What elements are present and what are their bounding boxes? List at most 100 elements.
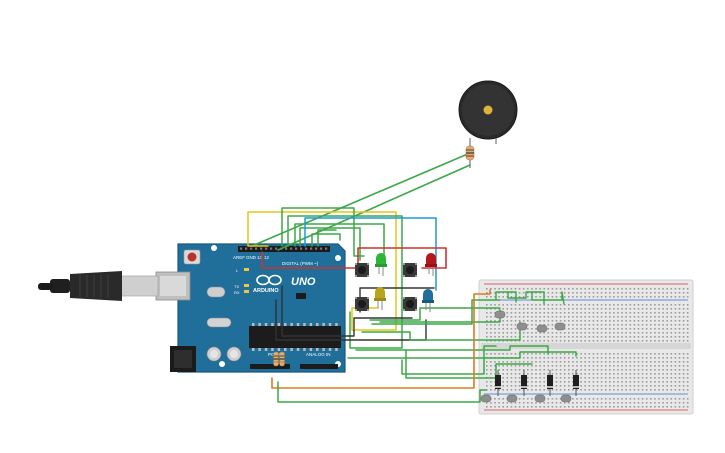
header-pin[interactable] (300, 247, 303, 250)
reset-button-cap[interactable] (187, 252, 197, 262)
resistor[interactable] (480, 394, 492, 403)
header-pin[interactable] (260, 247, 263, 250)
wire-orange[interactable] (271, 289, 491, 389)
breadboard[interactable] (478, 279, 694, 415)
power-header[interactable] (250, 364, 290, 369)
breadboard-hole (559, 336, 562, 338)
led-yellow[interactable] (374, 287, 386, 310)
resistor[interactable] (279, 351, 285, 367)
pushbutton[interactable] (403, 263, 417, 277)
breadboard-hole (490, 353, 492, 355)
resistor[interactable] (554, 322, 566, 331)
leds[interactable] (374, 253, 437, 312)
diode[interactable] (573, 370, 579, 396)
pushbutton-cap-icon[interactable] (358, 266, 366, 274)
piezo-buzzer[interactable] (458, 80, 518, 168)
led-blue[interactable] (422, 289, 434, 312)
led-green[interactable] (375, 253, 387, 276)
diode[interactable] (547, 370, 553, 396)
wire-green-bb-3[interactable] (371, 299, 501, 325)
wire-green-top-5[interactable] (311, 233, 341, 247)
wire-green-bb-1[interactable] (369, 307, 501, 321)
breadboard-hole (666, 324, 668, 326)
wire-green-bb-5[interactable] (355, 345, 549, 355)
diode[interactable] (521, 370, 527, 396)
header-pin[interactable] (310, 247, 313, 250)
wire-green-bb-6[interactable] (347, 351, 577, 359)
wire-green-bb-4[interactable] (361, 321, 521, 341)
header-pin[interactable] (275, 247, 278, 250)
header-pin[interactable] (320, 247, 323, 250)
arduino-uno-board[interactable]: AREF GND 13 12 DIGITAL (PWM ~) L TX RX A… (155, 243, 346, 373)
pushbuttons[interactable] (355, 263, 417, 311)
wire-dark-2[interactable] (275, 299, 427, 341)
header-pin[interactable] (245, 247, 248, 250)
wire-green-bb-8[interactable] (401, 345, 497, 375)
resistor[interactable] (516, 322, 528, 331)
wire-green-rail-3[interactable] (531, 291, 565, 305)
header-pin[interactable] (305, 247, 308, 250)
wire-green-bottom[interactable] (277, 381, 487, 403)
pushbutton-cap-icon[interactable] (358, 300, 366, 308)
pushbutton[interactable] (355, 297, 369, 311)
analog-header[interactable] (300, 364, 338, 369)
led-red[interactable] (425, 253, 437, 276)
header-pin[interactable] (265, 247, 268, 250)
pushbutton-cap-icon[interactable] (406, 300, 414, 308)
wire-green-top-2[interactable] (287, 215, 403, 349)
breadboard-hole (568, 402, 570, 404)
breadboard-hole (514, 389, 517, 391)
pushbutton-cap-icon[interactable] (406, 266, 414, 274)
wires[interactable] (247, 152, 577, 403)
breadboard-hole (531, 377, 533, 379)
breadboard-hole (522, 296, 525, 298)
breadboard-hole (654, 320, 656, 322)
wire-blue-top[interactable] (304, 217, 437, 291)
pushbutton-leg (367, 275, 369, 277)
wire-green-top-4[interactable] (299, 227, 361, 261)
wire-buzzer-green-1[interactable] (251, 152, 471, 247)
resistor[interactable] (534, 394, 546, 403)
breadboard-hole (596, 296, 599, 298)
header-pin[interactable] (285, 247, 288, 250)
wire-yellow-top[interactable] (247, 211, 397, 331)
resistor[interactable] (560, 394, 572, 403)
wire-green-rail-2[interactable] (507, 291, 545, 305)
diode[interactable] (495, 370, 501, 396)
breadboard-hole (613, 308, 615, 310)
breadboard-hole (584, 385, 586, 387)
breadboard-hole (531, 353, 533, 355)
breadboard-hole (543, 406, 545, 408)
breadboard-parts[interactable] (495, 370, 579, 396)
header-pin[interactable] (295, 247, 298, 250)
breadboard-hole (527, 385, 529, 387)
usb-cable[interactable] (38, 271, 159, 301)
header-pin[interactable] (270, 247, 273, 250)
breadboard-hole (555, 316, 558, 318)
breadboard-hole (543, 316, 545, 318)
header-pin[interactable] (290, 247, 293, 250)
pushbutton[interactable] (355, 263, 369, 277)
breadboard-hole (650, 353, 652, 355)
header-pin[interactable] (255, 247, 258, 250)
header-pin[interactable] (315, 247, 318, 250)
wire-green-rail-1[interactable] (495, 291, 517, 303)
breadboard-hole (592, 389, 595, 391)
pushbutton[interactable] (403, 297, 417, 311)
wire-green-top-3[interactable] (294, 223, 385, 263)
header-pin[interactable] (250, 247, 253, 250)
header-pin[interactable] (240, 247, 243, 250)
resistor[interactable] (494, 310, 506, 319)
wire-dark-1[interactable] (281, 285, 413, 337)
resistor[interactable] (536, 324, 548, 333)
wire-green-top-6[interactable] (317, 229, 337, 247)
resistor[interactable] (273, 351, 279, 367)
header-pin[interactable] (325, 247, 328, 250)
resistor[interactable] (506, 394, 518, 403)
digital-header[interactable] (238, 246, 330, 252)
wire-buzzer-green-2[interactable] (277, 164, 471, 251)
resistors[interactable] (273, 310, 572, 403)
wire-red-power[interactable] (261, 247, 447, 269)
breadboard-hole (527, 312, 529, 314)
